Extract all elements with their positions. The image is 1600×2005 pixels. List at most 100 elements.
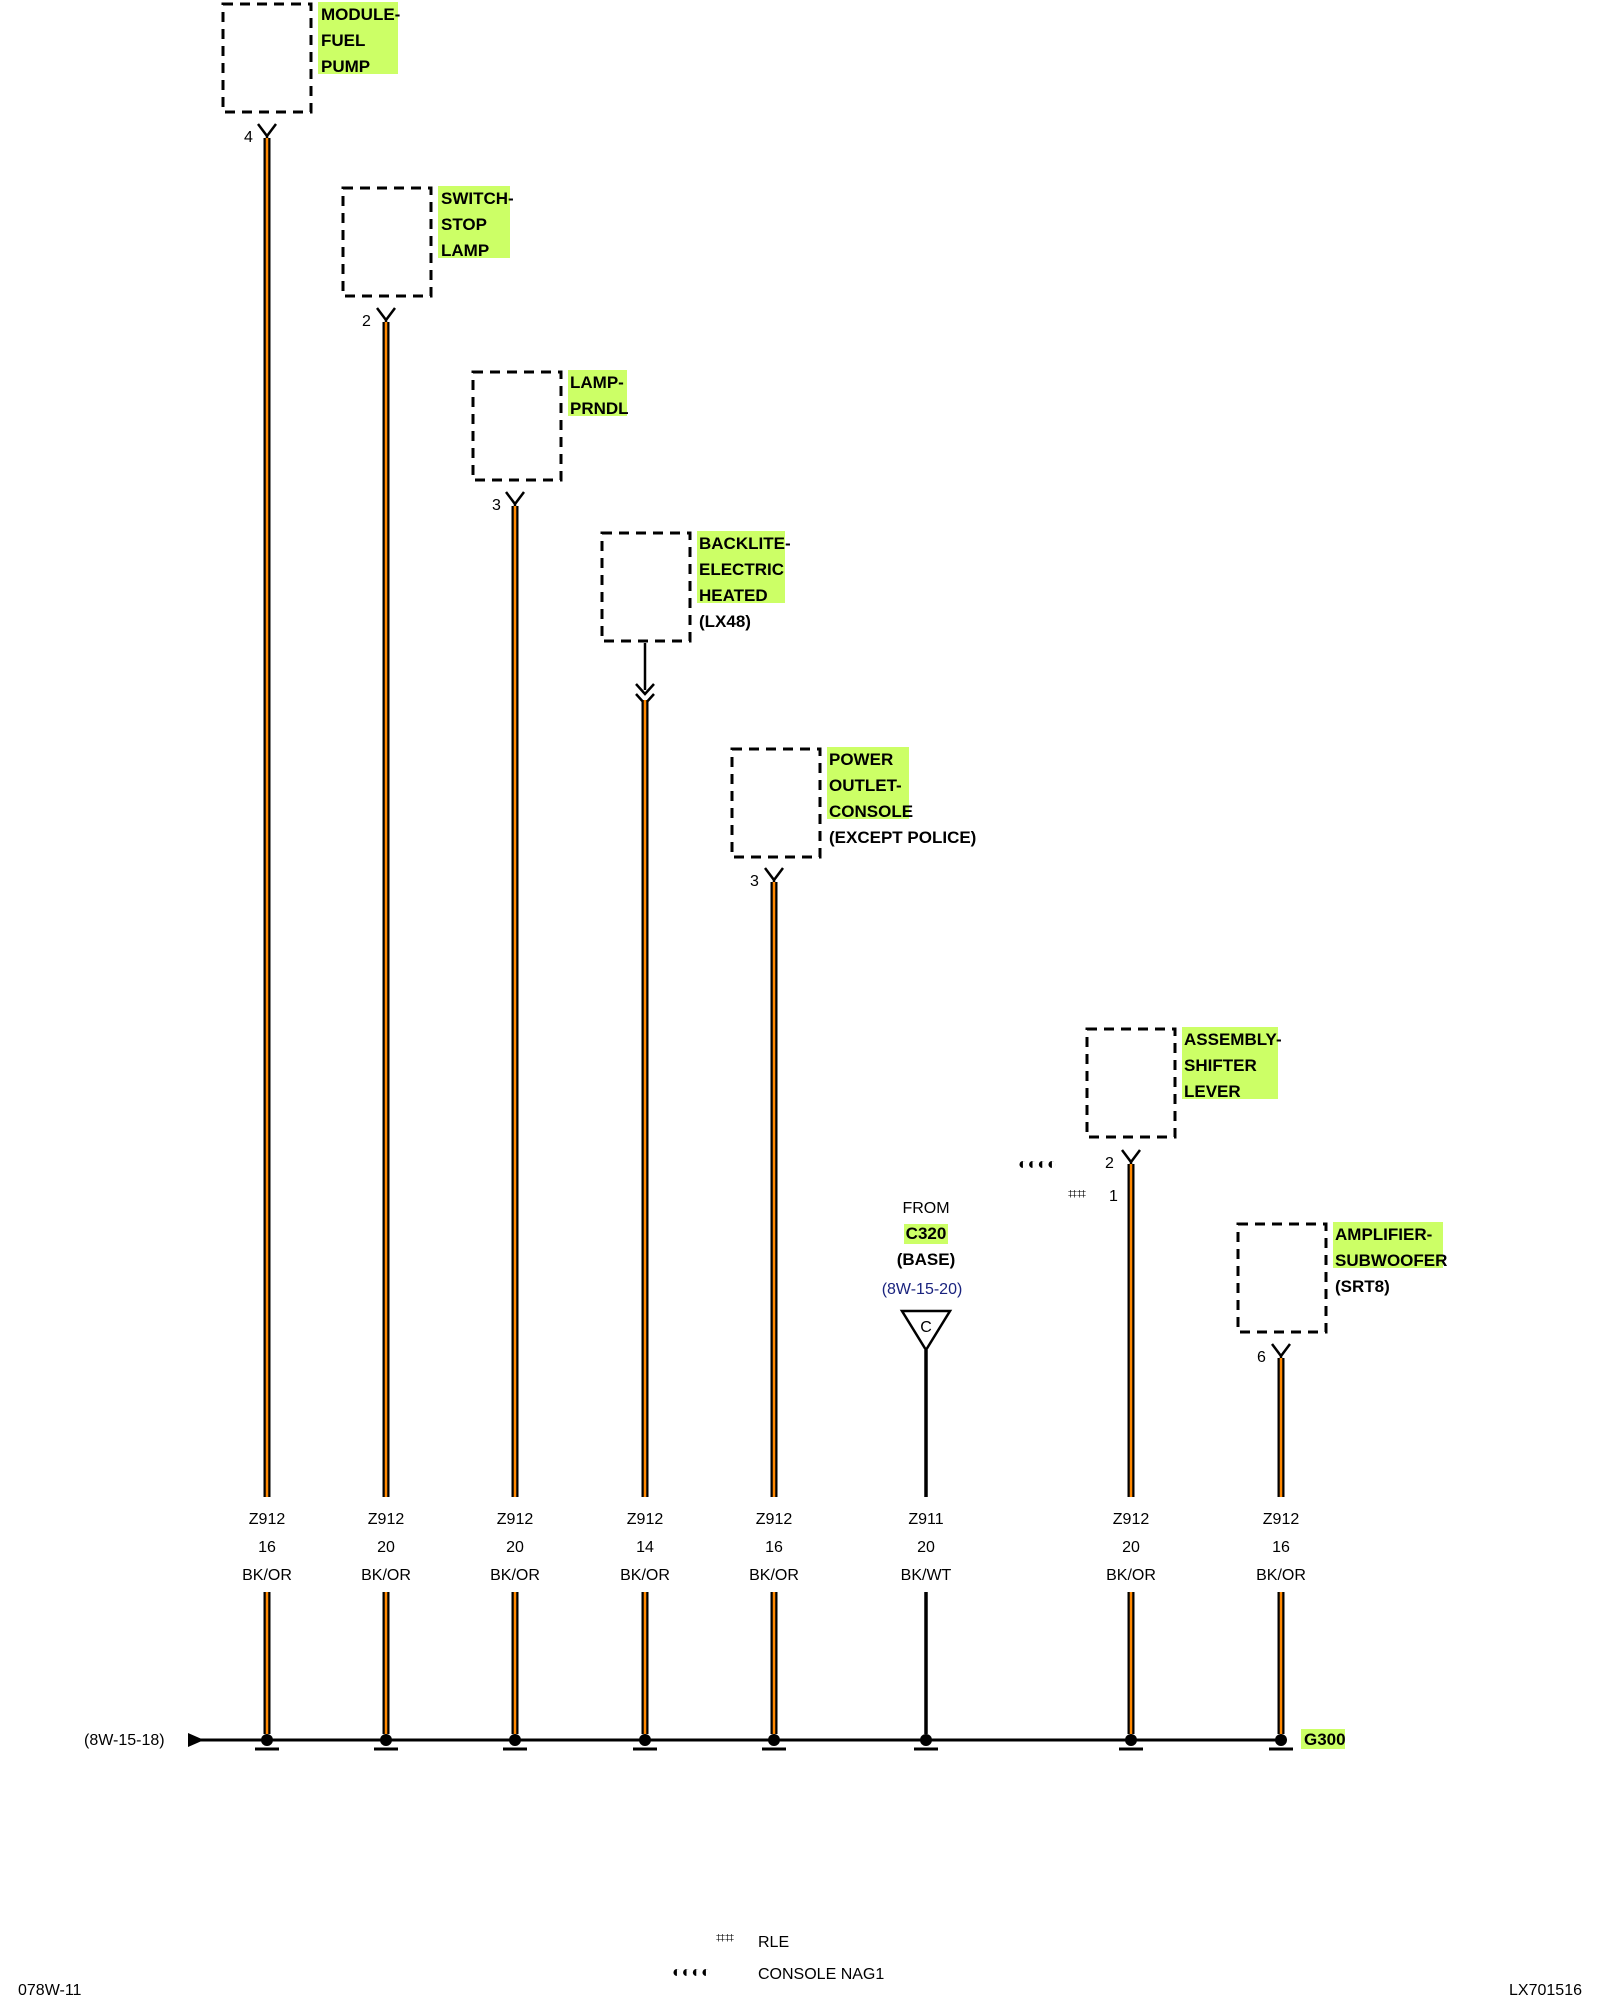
console-nag1-legend-symbol-icon: ◐◐◐◐	[672, 1964, 711, 1981]
wire-gauge: 16	[765, 1539, 783, 1556]
wire-gauge: 20	[377, 1539, 395, 1556]
rle-legend-symbol-icon: ⌗⌗	[716, 1930, 734, 1947]
component-amplifier-subwoofer: AMPLIFIER- SUBWOOFER (SRT8) 6	[1236, 1222, 1447, 1366]
label-highlight	[827, 747, 909, 819]
wire-color: BK/OR	[1256, 1567, 1306, 1584]
splices-layer	[255, 1734, 1293, 1751]
connector-triangle-icon	[899, 1309, 953, 1353]
label-highlight	[318, 2, 398, 74]
connector-female-icon	[376, 307, 396, 324]
wire-gauge: 20	[506, 1539, 524, 1556]
label-highlight	[904, 1224, 948, 1244]
wire-color: BK/OR	[749, 1567, 799, 1584]
component-label-line: LEVER	[1184, 1082, 1241, 1101]
splice-dot	[261, 1734, 273, 1746]
pin-number: 2	[1105, 1155, 1114, 1172]
wire-circuit: Z912	[1113, 1511, 1150, 1528]
arrow-right-icon	[188, 1733, 204, 1747]
ground-label: G300	[1304, 1730, 1346, 1749]
connector-id: C320	[906, 1224, 947, 1243]
connector-female-icon	[505, 491, 525, 508]
label-highlight	[1301, 1729, 1345, 1749]
wire-color: BK/OR	[1106, 1567, 1156, 1584]
component-label-line: SUBWOOFER	[1335, 1251, 1447, 1270]
wires-layer	[263, 138, 1285, 1734]
pin-number: 3	[750, 873, 759, 890]
legend: ⌗⌗ RLE ◐◐◐◐ CONSOLE NAG1	[672, 1930, 884, 1983]
component-variant: (LX48)	[699, 612, 751, 631]
splice-dot	[1125, 1734, 1137, 1746]
wire-color: BK/OR	[490, 1567, 540, 1584]
component-lamp-prndl: LAMP- PRNDL 3	[471, 370, 629, 514]
connector-female-icon	[1121, 1149, 1141, 1166]
wire-gauge: 14	[636, 1539, 654, 1556]
label-highlight	[1182, 1027, 1278, 1099]
ground-reference[interactable]: (8W-15-18)	[84, 1732, 165, 1749]
connector-female-icon	[1271, 1343, 1291, 1360]
component-backlite-electric-heated: BACKLITE- ELECTRIC HEATED (LX48)	[600, 531, 791, 706]
label-highlight	[1333, 1222, 1443, 1268]
component-assembly-shifter-lever: ASSEMBLY- SHIFTER LEVER 2 1 ◐◐◐◐ ⌗⌗	[1018, 1027, 1282, 1205]
wire-circuit: Z912	[497, 1511, 534, 1528]
component-label-line: FUEL	[321, 31, 365, 50]
wire-gauge: 16	[258, 1539, 276, 1556]
splice-dot	[1275, 1734, 1287, 1746]
component-label-line: LAMP	[441, 241, 489, 260]
component-label-line: SWITCH-	[441, 189, 514, 208]
component-label-line: PUMP	[321, 57, 370, 76]
legend-text: RLE	[758, 1934, 789, 1951]
console-nag1-symbol-icon: ◐◐◐◐	[1018, 1156, 1057, 1173]
component-label-line: LAMP-	[570, 373, 624, 392]
wire-circuit: Z912	[1263, 1511, 1300, 1528]
connector-symbol: C	[920, 1319, 932, 1336]
component-switch-stop-lamp: SWITCH- STOP LAMP 2	[341, 186, 514, 330]
legend-text: CONSOLE NAG1	[758, 1966, 884, 1983]
from-label: FROM	[902, 1200, 949, 1217]
wire-color: BK/WT	[901, 1567, 952, 1584]
component-label-line: OUTLET-	[829, 776, 902, 795]
component-label-line: ASSEMBLY-	[1184, 1030, 1282, 1049]
label-highlight	[568, 370, 627, 416]
wire-circuit: Z912	[249, 1511, 286, 1528]
component-variant: (EXCEPT POLICE)	[829, 828, 976, 847]
rle-symbol-icon: ⌗⌗	[1068, 1186, 1086, 1203]
wire-gauge: 20	[917, 1539, 935, 1556]
component-label-line: POWER	[829, 750, 893, 769]
pin-number-alt: 1	[1109, 1188, 1118, 1205]
component-module-fuel-pump: MODULE- FUEL PUMP 4	[221, 2, 400, 146]
component-label-line: PRNDL	[570, 399, 629, 418]
component-label-line: SHIFTER	[1184, 1056, 1257, 1075]
component-variant: (SRT8)	[1335, 1277, 1390, 1296]
from-c320-block: FROM C320 (BASE) (8W-15-20) C	[882, 1200, 963, 1353]
splice-dot	[380, 1734, 392, 1746]
connector-female-icon	[764, 867, 784, 884]
component-label-line: ELECTRIC	[699, 560, 784, 579]
pin-number: 3	[492, 497, 501, 514]
component-label-line: MODULE-	[321, 5, 400, 24]
wire-gauge: 16	[1272, 1539, 1290, 1556]
label-highlight	[697, 531, 785, 603]
wire-color: BK/OR	[620, 1567, 670, 1584]
wire-circuit: Z912	[756, 1511, 793, 1528]
component-label-line: STOP	[441, 215, 487, 234]
footer-page-code: 078W-11	[18, 1982, 82, 1999]
connector-female-icon	[257, 123, 277, 140]
pin-number: 2	[362, 313, 371, 330]
component-power-outlet-console: POWER OUTLET- CONSOLE (EXCEPT POLICE) 3	[730, 747, 976, 890]
splice-dot	[509, 1734, 521, 1746]
splice-dot	[768, 1734, 780, 1746]
variant-label: (BASE)	[897, 1250, 956, 1269]
component-label-line: HEATED	[699, 586, 768, 605]
reference-link[interactable]: (8W-15-20)	[882, 1281, 963, 1298]
wire-labels: Z912 16 BK/OR Z912 20 BK/OR Z912 20 BK/O…	[242, 1511, 1306, 1584]
wire-gauge: 20	[1122, 1539, 1140, 1556]
pin-number: 4	[244, 129, 253, 146]
wire-circuit: Z912	[368, 1511, 405, 1528]
wire-circuit: Z912	[627, 1511, 664, 1528]
wire-color: BK/OR	[361, 1567, 411, 1584]
wire-color: BK/OR	[242, 1567, 292, 1584]
splice-dot	[639, 1734, 651, 1746]
pin-number: 6	[1257, 1349, 1266, 1366]
component-label-line: AMPLIFIER-	[1335, 1225, 1432, 1244]
